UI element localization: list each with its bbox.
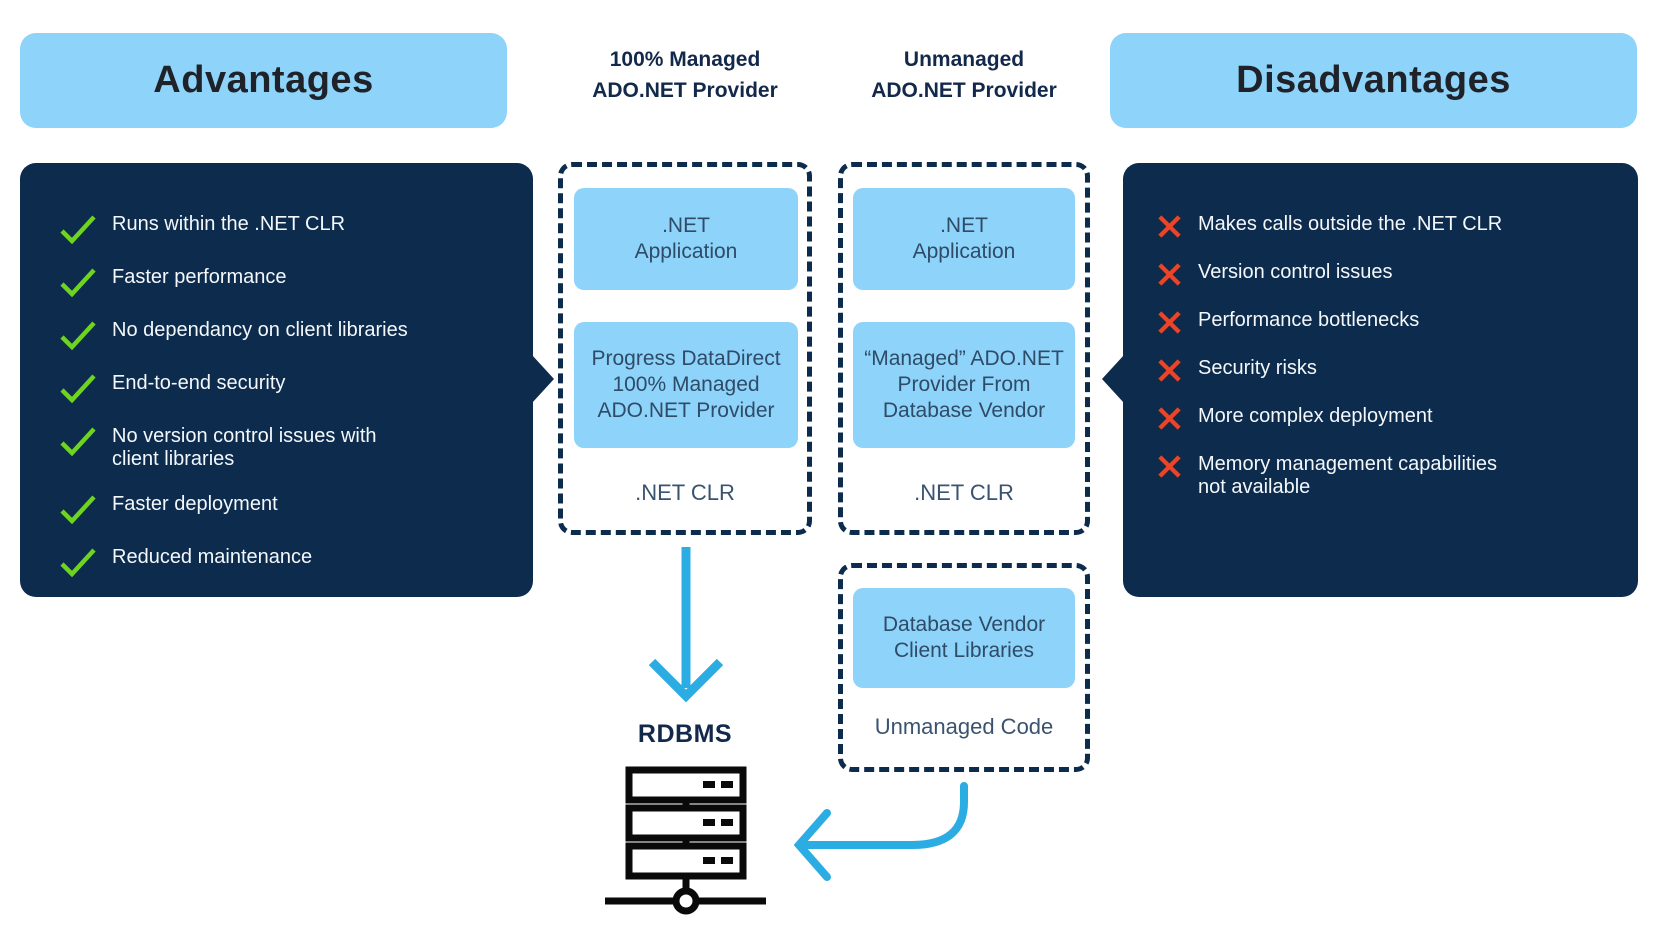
list-item: Memory management capabilities not avail… [1157,453,1620,499]
list-item: Runs within the .NET CLR [60,213,515,244]
unmanaged-column-header: Unmanaged ADO.NET Provider [871,48,1057,102]
advantage-text: Faster deployment [112,493,278,515]
list-item: Reduced maintenance [60,546,515,577]
list-item: Performance bottlenecks [1157,309,1620,335]
x-icon [1158,311,1181,334]
unmanaged-clr-boundary-box [838,162,1090,535]
unmanaged-net-clr-label: .NET CLR [914,480,1014,505]
managed-net-application-box: .NET Application [574,188,798,290]
server-led-dashes [703,781,733,864]
client-libraries-box: Database Vendor Client Libraries [853,588,1075,688]
list-item: More complex deployment [1157,405,1620,431]
disadvantage-text: Version control issues [1198,261,1393,283]
x-icon [1158,359,1181,382]
advantage-text: No version control issues with client li… [112,425,377,470]
advantage-text: Runs within the .NET CLR [112,213,346,235]
disadvantage-text: Makes calls outside the .NET CLR [1198,213,1503,235]
list-item: No version control issues with client li… [60,425,515,471]
list-item: Security risks [1157,357,1620,383]
down-arrow [648,547,724,703]
disadvantage-text: Memory management capabilities not avail… [1198,453,1498,498]
disadvantage-text: Security risks [1198,357,1317,379]
disadvantages-title: Disadvantages [1236,59,1511,101]
disadvantage-text: Performance bottlenecks [1198,309,1420,331]
database-server-icon [605,766,766,915]
managed-net-clr-label: .NET CLR [635,480,735,505]
disadvantages-panel: Makes calls outside the .NET CLR Version… [1102,163,1638,597]
curved-arrow [793,782,968,881]
check-icon [60,321,96,350]
advantages-panel: Runs within the .NET CLR Faster performa… [20,163,554,597]
unmanaged-code-boundary-box [838,563,1090,772]
check-icon [60,215,96,244]
unmanaged-code-label: Unmanaged Code [874,714,1054,739]
list-item: End-to-end security [60,372,515,403]
list-item: Makes calls outside the .NET CLR [1157,213,1620,239]
advantage-text: End-to-end security [112,372,286,394]
advantages-list: Runs within the .NET CLR Faster performa… [20,163,533,577]
check-icon [60,374,96,403]
check-icon [60,268,96,297]
check-icon [60,548,96,577]
rdbms-label: RDBMS [637,720,733,748]
x-icon [1158,455,1181,478]
list-item: Version control issues [1157,261,1620,287]
managed-column-header: 100% Managed ADO.NET Provider [592,48,778,102]
advantage-text: Reduced maintenance [112,546,313,568]
check-icon [60,495,96,524]
disadvantage-text: More complex deployment [1198,405,1433,427]
x-icon [1158,263,1181,286]
advantages-header: Advantages [20,33,507,128]
advantage-text: Faster performance [112,266,287,288]
x-icon [1158,215,1181,238]
managed-clr-boundary-box [558,162,812,535]
advantages-title: Advantages [153,59,374,101]
x-icon [1158,407,1181,430]
check-icon [60,427,96,456]
advantage-text: No dependancy on client libraries [112,319,408,341]
managed-provider-box: Progress DataDirect 100% Managed ADO.NET… [574,322,798,448]
list-item: Faster deployment [60,493,515,524]
unmanaged-net-application-box: .NET Application [853,188,1075,290]
list-item: No dependancy on client libraries [60,319,515,350]
disadvantages-list: Makes calls outside the .NET CLR Version… [1123,163,1638,499]
disadvantages-header: Disadvantages [1110,33,1637,128]
unmanaged-provider-box: “Managed” ADO.NET Provider From Database… [853,322,1075,448]
list-item: Faster performance [60,266,515,297]
